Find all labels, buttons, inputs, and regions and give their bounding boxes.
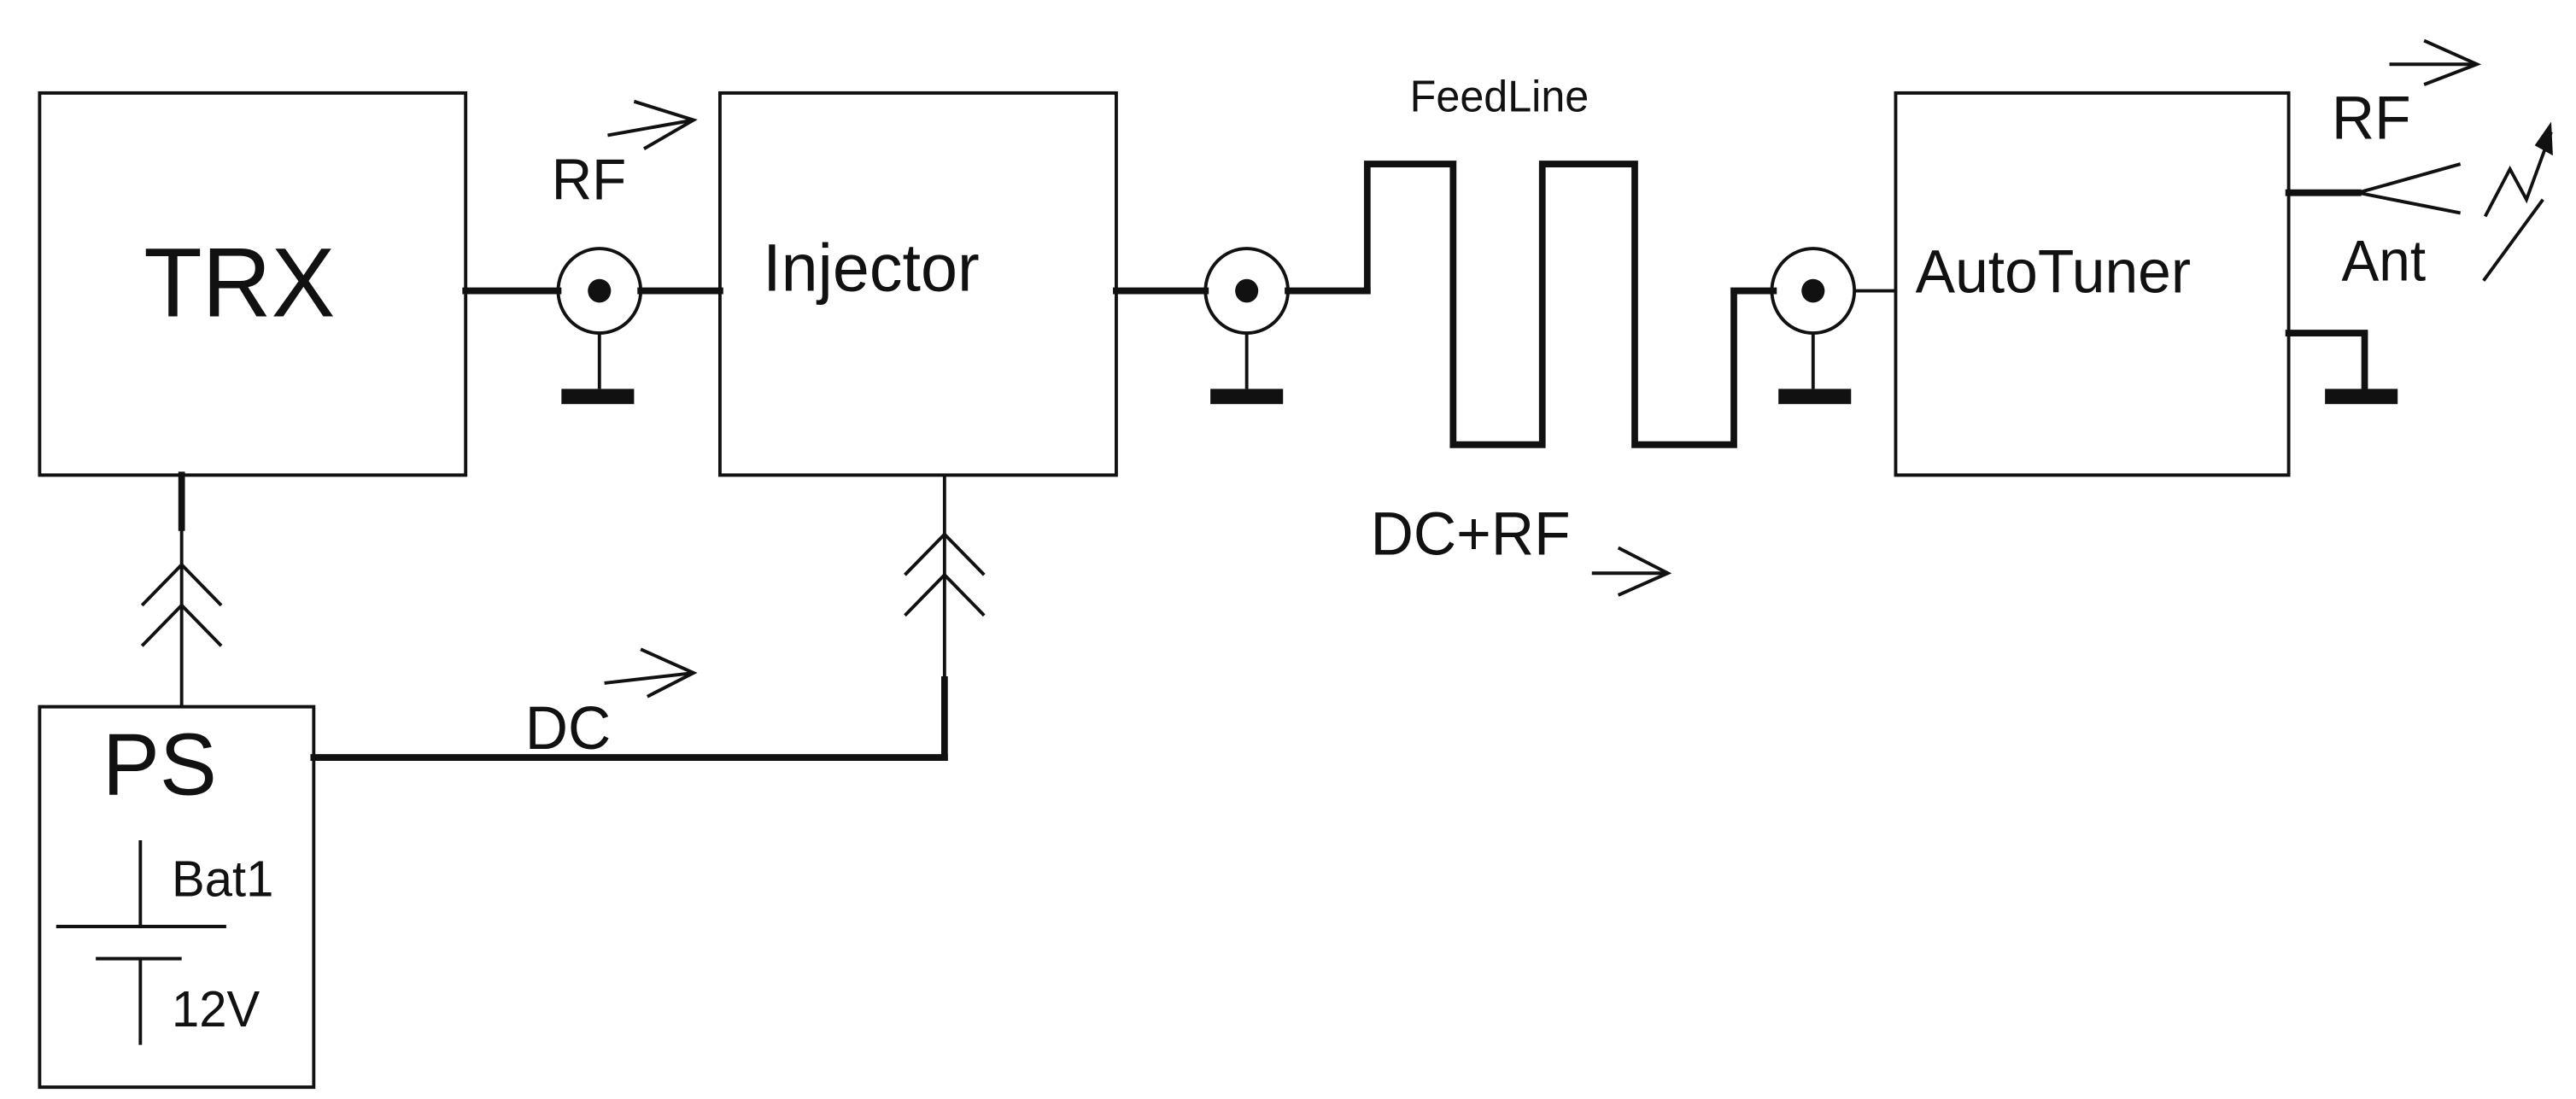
ground-icon bbox=[561, 389, 635, 405]
ps-box bbox=[38, 704, 316, 1090]
connector-chevron-icon bbox=[904, 531, 986, 617]
coax-connector-icon bbox=[556, 247, 643, 405]
autotuner-label: AutoTuner bbox=[1916, 237, 2191, 306]
battery-label: Bat1 bbox=[172, 851, 273, 908]
dc-arrow-icon bbox=[604, 647, 698, 699]
rf-arrow-icon bbox=[607, 99, 698, 150]
coax-connector-icon bbox=[1203, 247, 1290, 405]
trx-injector-connection: RF bbox=[462, 99, 723, 405]
trx-box bbox=[38, 91, 468, 477]
autotuner-input-connection bbox=[1770, 247, 1896, 405]
rf-out-arrow-icon bbox=[2389, 38, 2482, 86]
autotuner-block: AutoTuner bbox=[1894, 91, 2291, 477]
dc-rf-arrow-icon bbox=[1591, 546, 1672, 597]
ground-icon bbox=[1210, 389, 1284, 405]
battery-symbol bbox=[56, 840, 226, 1045]
trx-label: TRX bbox=[143, 228, 335, 338]
connector-chevron-icon bbox=[140, 562, 223, 647]
feedline: FeedLine DC+RF bbox=[1363, 72, 1777, 597]
ps-block: PS Bat1 12V bbox=[38, 704, 316, 1090]
trx-block: TRX bbox=[38, 91, 468, 477]
rf-label: RF bbox=[552, 149, 627, 213]
dc-label: DC bbox=[525, 693, 612, 762]
dc-rf-label: DC+RF bbox=[1371, 500, 1571, 568]
injector-box bbox=[718, 91, 1118, 477]
antenna-output: RF Ant bbox=[2285, 38, 2553, 294]
ps-injector-dc: DC bbox=[310, 475, 986, 762]
feedline-label: FeedLine bbox=[1410, 72, 1590, 121]
ground-icon bbox=[2325, 389, 2398, 405]
antenna-radiation-icon bbox=[2482, 121, 2553, 282]
injector-label: Injector bbox=[763, 230, 980, 306]
rf-out-label: RF bbox=[2332, 84, 2411, 152]
injector-feedline-connection bbox=[1113, 247, 1371, 405]
injector-block: Injector bbox=[718, 91, 1118, 477]
autotuner-ground bbox=[2285, 330, 2398, 405]
autotuner-box bbox=[1894, 91, 2291, 477]
ps-trx-power bbox=[140, 471, 223, 707]
coax-connector-icon bbox=[1770, 247, 1857, 405]
voltage-label: 12V bbox=[172, 981, 260, 1038]
ground-icon bbox=[1778, 389, 1852, 405]
ps-label: PS bbox=[102, 716, 217, 814]
ant-label: Ant bbox=[2341, 230, 2426, 294]
